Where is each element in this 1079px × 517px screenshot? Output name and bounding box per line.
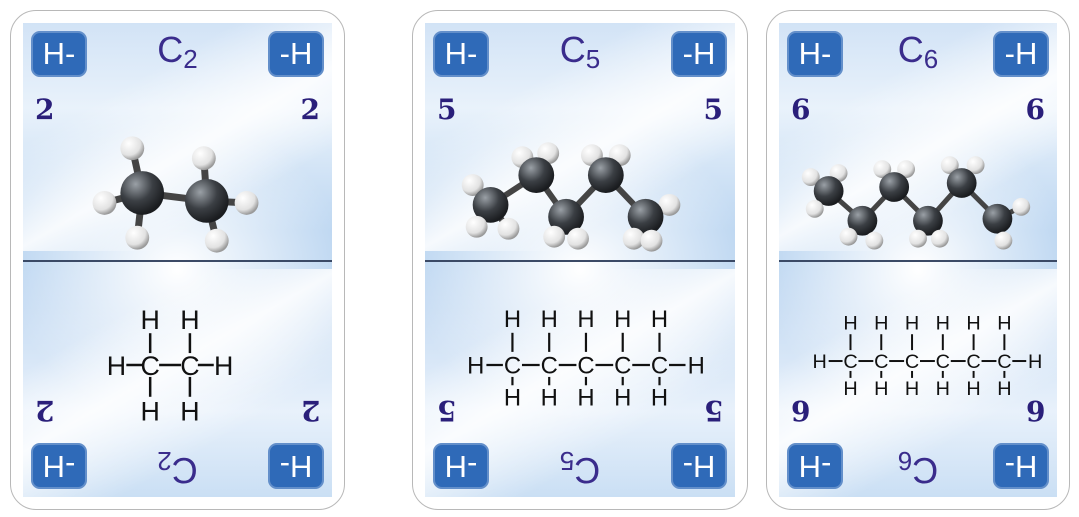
hydrogen-symbol: H (504, 385, 521, 412)
hydrogen-symbol: H (577, 385, 594, 412)
card-c5[interactable]: H- -H -H H- C5 C5 5 5 5 5 (412, 10, 748, 510)
count-top-left: 2 (35, 93, 55, 126)
hydrogen-symbol: H (467, 353, 484, 380)
h-left-button[interactable]: H- (433, 31, 489, 77)
hydrogen-atom (125, 225, 150, 250)
count-top-left: 5 (437, 93, 457, 126)
carbon-symbol: C (577, 353, 594, 380)
card-face: H- -H -H H- C5 C5 5 5 5 5 (425, 23, 735, 497)
carbon-atom (813, 176, 844, 206)
hydrogen-symbol: H (651, 306, 668, 333)
carbon-atom (518, 157, 555, 193)
hydrogen-atom (191, 146, 216, 171)
carbon-symbol: C (874, 351, 888, 373)
carbon-atom (946, 168, 977, 198)
carbon-symbol: C (966, 351, 980, 373)
hydrogen-atom (204, 228, 229, 253)
hydrogen-symbol: H (843, 378, 857, 400)
count-top-right: 5 (703, 93, 723, 126)
hydrogen-symbol: H (936, 378, 950, 400)
hydrogen-symbol: H (1028, 351, 1042, 373)
formula-top: C6 (897, 29, 939, 74)
card-divider (779, 260, 1057, 262)
svg-text:C: C (140, 351, 159, 381)
card-c6[interactable]: H- -H -H H- C6 C6 6 6 6 6 (766, 10, 1070, 510)
formula-bottom: C2 (157, 446, 198, 491)
hydrogen-symbol: H (874, 378, 888, 400)
hydrogen-symbol: H (936, 312, 950, 334)
hydrogen-atom (234, 190, 259, 215)
hydrogen-symbol: H (905, 312, 919, 334)
carbon-atom (847, 205, 878, 236)
hydrogen-symbol: H (843, 312, 857, 334)
carbon-symbol: C (541, 353, 558, 380)
count-top-right: 6 (1025, 93, 1045, 126)
hydrogen-atom (120, 136, 145, 161)
hydrogen-symbol: H (504, 306, 521, 333)
svg-text:H: H (140, 397, 159, 427)
hydrogen-symbol: H (997, 378, 1011, 400)
svg-text:H: H (180, 305, 199, 335)
formula-top: C2 (157, 29, 198, 74)
hydrogen-symbol: H (688, 353, 705, 380)
count-top-right: 2 (300, 93, 320, 126)
carbon-symbol: C (997, 351, 1011, 373)
h-right-button[interactable]: -H (268, 31, 324, 77)
h-right-button[interactable]: -H (993, 31, 1049, 77)
card-divider (23, 260, 332, 262)
carbon-atom (548, 198, 584, 235)
hydrogen-symbol: H (966, 312, 980, 334)
formula-bottom: C5 (559, 446, 601, 491)
formula-top: C5 (559, 29, 601, 74)
carbon-atom (913, 205, 943, 236)
hydrogen-symbol: H (651, 385, 668, 412)
card-face: H- -H -H H- C2 C2 2 2 2 2 (23, 23, 332, 497)
carbon-atom (120, 171, 165, 215)
carbon-symbol: C (905, 351, 919, 373)
hydrogen-symbol: H (874, 312, 888, 334)
hydrogen-symbol: H (614, 385, 631, 412)
h-right-button[interactable]: -H (671, 31, 727, 77)
carbon-atom (587, 157, 624, 193)
svg-text:H: H (107, 351, 126, 381)
svg-text:C: C (180, 351, 199, 381)
carbon-symbol: C (504, 353, 521, 380)
card-c2[interactable]: H- -H -H H- C2 C2 2 2 2 2 (10, 10, 345, 510)
carbon-atom (472, 187, 509, 223)
h-left-button[interactable]: H- (31, 31, 87, 77)
carbon-symbol: C (614, 353, 631, 380)
hydrogen-symbol: H (541, 306, 558, 333)
hydrogen-symbol: H (541, 385, 558, 412)
card-face: H- -H -H H- C6 C6 6 6 6 6 (779, 23, 1057, 497)
svg-text:H: H (140, 305, 159, 335)
h-left-button[interactable]: H- (787, 31, 843, 77)
carbon-atom (982, 203, 1013, 234)
hydrogen-symbol: H (813, 351, 827, 373)
svg-text:H: H (214, 351, 233, 381)
carbon-symbol: C (936, 351, 950, 373)
carbon-atom (879, 172, 910, 202)
molecule-3d-model (461, 142, 681, 252)
hydrogen-symbol: H (577, 306, 594, 333)
count-top-left: 6 (791, 93, 811, 126)
molecule-3d-model (801, 156, 1031, 250)
formula-bottom: C6 (897, 446, 939, 491)
hydrogen-symbol: H (997, 312, 1011, 334)
hydrogen-symbol: H (966, 378, 980, 400)
card-divider (425, 260, 735, 262)
hydrogen-symbol: H (905, 378, 919, 400)
carbon-atom (184, 179, 229, 223)
carbon-symbol: C (651, 353, 668, 380)
hydrogen-symbol: H (614, 306, 631, 333)
svg-text:H: H (180, 397, 199, 427)
carbon-symbol: C (843, 351, 857, 373)
hydrogen-atom (92, 190, 117, 215)
molecule-3d-model (92, 136, 259, 253)
carbon-atom (627, 198, 664, 235)
